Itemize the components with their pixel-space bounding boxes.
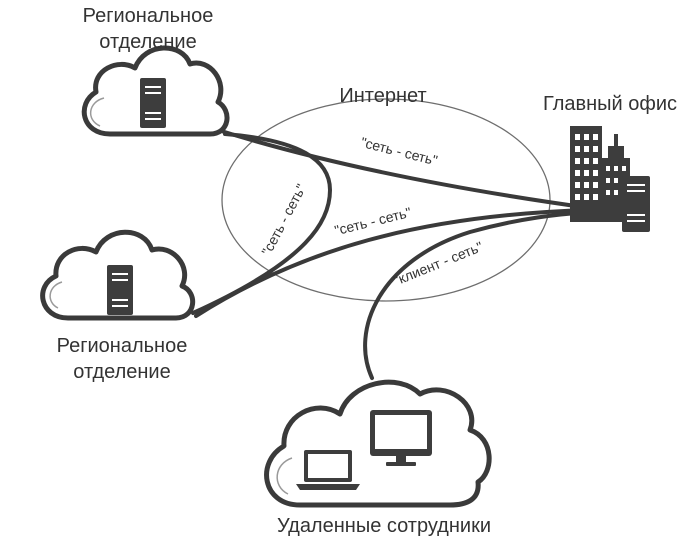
branch-top-label-line1: Региональное [83,5,214,27]
server-icon [140,78,166,128]
link-remote-client [363,210,592,380]
office-building-icon [570,126,630,222]
server-icon [107,265,133,315]
remote-label: Удаленные сотрудники [277,515,491,537]
laptop-icon [296,450,360,490]
internet-label: Интернет [339,85,426,107]
server-icon [622,176,650,232]
internet-ellipse [221,98,551,302]
monitor-icon [370,410,432,466]
cloud-branch-top [81,45,230,137]
branch-top-label-line2: отделение [99,31,196,53]
cloud-branch-left [40,229,195,321]
link-left-branch-diag [191,132,333,315]
link-top-branch [216,128,592,210]
link-left-branch-long [194,208,592,318]
branch-left-label-line2: отделение [73,361,170,383]
branch-left-label-line1: Региональное [57,335,188,357]
cloud-remote [264,379,492,508]
link-label-top-branch: "сеть - сеть" [359,134,439,169]
main-office-label: Главный офис [543,93,677,115]
